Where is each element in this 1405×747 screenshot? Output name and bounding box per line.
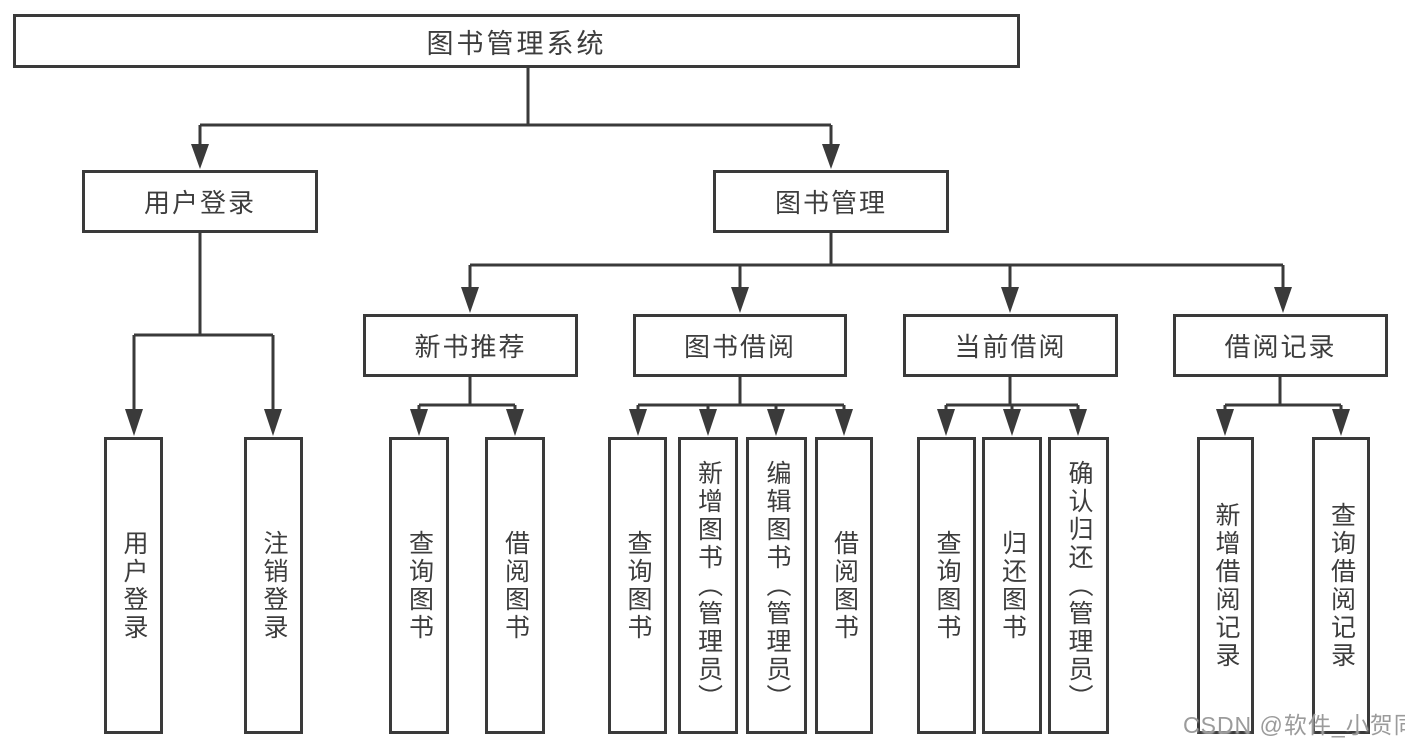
node-label: 查询借阅记录 (1327, 501, 1356, 670)
arrowhead-icon (1332, 409, 1350, 436)
arrowhead-icon (1216, 409, 1234, 436)
node-new-book-recommend: 新书推荐 (363, 314, 578, 377)
node-label: 归还图书 (998, 529, 1027, 642)
arrowhead-icon (937, 409, 955, 436)
node-current-borrow: 当前借阅 (903, 314, 1118, 377)
node-label: 注销登录 (260, 529, 288, 642)
node-label: 新增借阅记录 (1212, 501, 1240, 670)
csdn-watermark: CSDN @软件_小贺同学 (1183, 712, 1405, 738)
node-leaf-borrow-books-recommend: 借阅图书 (485, 437, 545, 734)
connector-root-to-level2 (191, 68, 840, 169)
connector-current-borrow-children (937, 377, 1087, 436)
node-leaf-add-borrow-record: 新增借阅记录 (1197, 437, 1254, 734)
node-label: 编辑图书（管理员） (763, 459, 791, 712)
arrowhead-icon (629, 409, 647, 436)
node-label: 查询图书 (405, 529, 434, 642)
arrowhead-icon (264, 409, 282, 436)
node-leaf-logout: 注销登录 (244, 437, 303, 734)
node-leaf-query-books-recommend: 查询图书 (389, 437, 449, 734)
arrowhead-icon (731, 287, 749, 313)
node-book-borrow: 图书借阅 (633, 314, 847, 377)
arrowhead-icon (191, 144, 209, 169)
node-label: 借阅记录 (1224, 332, 1337, 362)
arrowhead-icon (1001, 287, 1019, 313)
connector-borrow-records-children (1216, 377, 1350, 436)
node-label: 借阅图书 (830, 529, 859, 642)
arrowhead-icon (1069, 409, 1087, 436)
arrowhead-icon (410, 409, 428, 436)
node-label: 图书管理系统 (426, 28, 607, 59)
node-user-login: 用户登录 (82, 170, 318, 233)
arrowhead-icon (822, 144, 840, 169)
node-leaf-query-books-current: 查询图书 (917, 437, 976, 734)
connector-new-book-children (410, 377, 524, 436)
node-label: 查询图书 (933, 529, 961, 642)
arrowhead-icon (699, 409, 717, 436)
node-leaf-return-books: 归还图书 (982, 437, 1042, 734)
node-label: 当前借阅 (954, 332, 1067, 362)
connector-book-borrow-children (629, 377, 853, 436)
node-borrow-records: 借阅记录 (1173, 314, 1388, 377)
node-label: 用户登录 (120, 529, 148, 642)
arrowhead-icon (461, 287, 479, 313)
arrowhead-icon (1003, 409, 1021, 436)
node-leaf-confirm-return-admin: 确认归还（管理员） (1048, 437, 1109, 734)
connector-book-management-children (461, 233, 1292, 313)
node-leaf-query-books-borrow: 查询图书 (608, 437, 667, 734)
arrowhead-icon (767, 409, 785, 436)
node-label: 查询图书 (624, 529, 652, 642)
node-label: 图书借阅 (683, 332, 796, 362)
node-label: 确认归还（管理员） (1065, 459, 1093, 712)
node-label: 新书推荐 (414, 332, 527, 362)
node-label: 借阅图书 (501, 529, 530, 642)
node-book-management: 图书管理 (713, 170, 949, 233)
node-leaf-borrow-books: 借阅图书 (815, 437, 873, 734)
arrowhead-icon (1274, 287, 1292, 313)
connector-user-login-children (125, 233, 282, 436)
node-leaf-edit-books-admin: 编辑图书（管理员） (746, 437, 807, 734)
arrowhead-icon (506, 409, 524, 436)
arrowhead-icon (835, 409, 853, 436)
node-label: 图书管理 (774, 188, 887, 218)
node-leaf-query-borrow-record: 查询借阅记录 (1312, 437, 1370, 734)
node-leaf-add-books-admin: 新增图书（管理员） (678, 437, 738, 734)
node-leaf-user-login: 用户登录 (104, 437, 163, 734)
arrowhead-icon (125, 409, 143, 436)
node-label: 新增图书（管理员） (694, 459, 723, 712)
node-library-management-system: 图书管理系统 (13, 14, 1020, 68)
node-label: 用户登录 (143, 188, 256, 218)
